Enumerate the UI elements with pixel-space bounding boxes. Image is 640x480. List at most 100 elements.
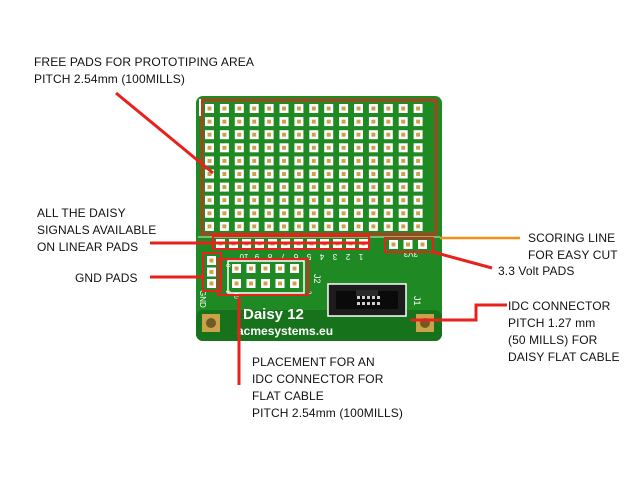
- pin-9-silk: 9: [224, 264, 230, 268]
- label-placement-line-3: FLAT CABLE: [252, 389, 324, 403]
- pin-1-silk: 1: [224, 290, 230, 294]
- prototyping-pad-hole: [282, 198, 286, 203]
- prototyping-pad-hole: [386, 158, 391, 163]
- label-idc-connector-line-2: PITCH 1.27 mm: [508, 316, 596, 330]
- label-daisy-signals-line-2: SIGNALS AVAILABLE: [37, 223, 157, 237]
- prototyping-pad-hole: [282, 211, 286, 216]
- prototyping-pad-hole: [416, 132, 421, 137]
- prototyping-pad-hole: [341, 185, 346, 190]
- prototyping-pad-hole: [326, 145, 331, 150]
- prototyping-pad-hole: [252, 211, 257, 216]
- prototyping-pad-hole: [296, 119, 301, 124]
- prototyping-pad-hole: [237, 145, 242, 150]
- prototyping-pad-hole: [252, 172, 257, 176]
- gnd-silk: GND: [198, 290, 207, 308]
- prototyping-pad-hole: [311, 106, 316, 111]
- prototyping-pad-hole: [222, 211, 227, 216]
- idc-254-pad-hole: [292, 266, 297, 271]
- prototyping-pad-hole: [386, 185, 391, 190]
- prototyping-pad-hole: [237, 211, 242, 216]
- prototyping-pad-hole: [356, 158, 361, 163]
- prototyping-pad-hole: [401, 224, 406, 229]
- idc-254-pad-hole: [234, 266, 239, 271]
- prototyping-pad-hole: [386, 224, 391, 229]
- label-free-pads-line-2: PITCH 2.54mm (100MILLS): [34, 72, 186, 86]
- prototyping-pad-hole: [311, 119, 316, 124]
- signal-pin-number: 9: [254, 252, 259, 261]
- prototyping-pad-hole: [326, 172, 331, 176]
- idc-254-pad-hole: [263, 281, 268, 286]
- prototyping-pad-hole: [326, 106, 331, 111]
- mounting-hole-right: [416, 314, 434, 332]
- idc-254-pad-hole: [249, 281, 253, 286]
- prototyping-pad-hole: [252, 158, 257, 163]
- label-placement: PLACEMENT FOR AN IDC CONNECTOR FOR FLAT …: [252, 354, 403, 422]
- signal-pin-number: 10: [239, 252, 248, 261]
- prototyping-pad-hole: [207, 132, 212, 137]
- prototyping-pad-hole: [371, 211, 376, 216]
- signal-pin-number: 6: [293, 252, 298, 261]
- prototyping-pad-hole: [386, 172, 391, 176]
- label-placement-line-4: PITCH 2.54mm (100MILLS): [252, 406, 404, 420]
- prototyping-pad-hole: [371, 185, 376, 190]
- label-placement-line-1: PLACEMENT FOR AN: [252, 355, 375, 369]
- idc-254-pad-hole: [263, 266, 268, 271]
- prototyping-pad-hole: [401, 172, 406, 176]
- prototyping-pad-hole: [326, 158, 331, 163]
- label-idc-connector: IDC CONNECTOR PITCH 1.27 mm (50 MILLS) F…: [508, 298, 620, 366]
- board-name-silk: Daisy 12: [243, 306, 304, 323]
- prototyping-pad-hole: [386, 198, 391, 203]
- prototyping-pad-hole: [356, 119, 361, 124]
- prototyping-pad-hole: [371, 224, 376, 229]
- prototyping-pad-hole: [222, 198, 227, 203]
- prototyping-pad-hole: [311, 172, 316, 176]
- idc-254-pad-hole: [278, 266, 282, 271]
- callout-line-free-pads: [115, 91, 214, 175]
- idc-127-pin: [357, 302, 360, 305]
- prototyping-pad-hole: [356, 198, 361, 203]
- prototyping-pad-hole: [207, 145, 212, 150]
- prototyping-pad-hole: [296, 185, 301, 190]
- callout-lines: [115, 91, 507, 385]
- j2-silk: J2: [312, 274, 322, 284]
- gnd-pad-hole: [209, 258, 214, 263]
- prototyping-pad-hole: [356, 185, 361, 190]
- label-free-pads: FREE PADS FOR PROTOTIPING AREA PITCH 2.5…: [34, 54, 254, 88]
- prototyping-pad-hole: [282, 158, 286, 163]
- prototyping-pad-hole: [326, 198, 331, 203]
- prototyping-pad-hole: [326, 119, 331, 124]
- prototyping-pad-hole: [311, 132, 316, 137]
- label-idc-connector-line-3: (50 MILLS) FOR: [508, 333, 598, 347]
- label-v33-pads-line-1: 3.3 Volt PADS: [498, 264, 575, 278]
- label-idc-connector-line-1: IDC CONNECTOR: [508, 299, 611, 313]
- signal-pin-number: 1: [358, 252, 363, 261]
- j1-silk: J1: [412, 296, 422, 306]
- prototyping-pad-hole: [341, 198, 346, 203]
- prototyping-pad-hole: [416, 172, 421, 176]
- mounting-hole-left: [202, 314, 220, 332]
- prototyping-pad-hole: [267, 224, 272, 229]
- prototyping-pad-hole: [222, 224, 227, 229]
- prototyping-pad-hole: [311, 211, 316, 216]
- prototyping-pad-hole: [386, 132, 391, 137]
- prototyping-pad-hole: [371, 198, 376, 203]
- prototyping-pad-hole: [356, 211, 361, 216]
- callout-line-idc-connector: [411, 303, 507, 322]
- prototyping-pad-hole: [311, 224, 316, 229]
- signal-pin-number: 4: [319, 252, 324, 261]
- idc-254-pad-hole: [292, 281, 297, 286]
- prototyping-pad-hole: [401, 211, 406, 216]
- prototyping-pad-hole: [296, 106, 301, 111]
- idc-127-pin: [367, 296, 370, 299]
- prototyping-pad-hole: [252, 106, 257, 111]
- prototyping-pad-hole: [252, 119, 257, 124]
- prototyping-pad-hole: [267, 185, 272, 190]
- callout-box-idc-placement: [217, 258, 309, 296]
- prototyping-pad-hole: [222, 185, 227, 190]
- prototyping-pad-hole: [326, 211, 331, 216]
- prototyping-pad-hole: [252, 224, 257, 229]
- gnd-pad-hole: [209, 270, 214, 274]
- label-v33-pads: 3.3 Volt PADS: [498, 263, 574, 280]
- prototyping-pad-hole: [237, 132, 242, 137]
